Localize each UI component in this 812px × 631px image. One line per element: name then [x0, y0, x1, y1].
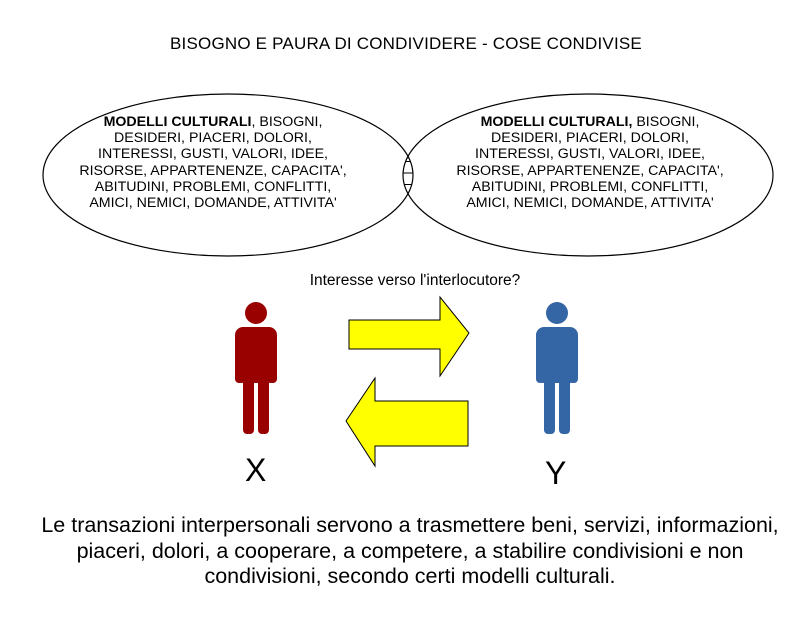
right-ellipse-bold: MODELLI CULTURALI,	[480, 114, 633, 130]
left-ellipse-text: MODELLI CULTURALI, BISOGNI, DESIDERI, PI…	[78, 114, 348, 211]
question-text: Interesse verso l'interlocutore?	[309, 272, 521, 289]
page-title: BISOGNO E PAURA DI CONDIVIDERE - COSE CO…	[170, 34, 642, 53]
person-y-label: Y	[545, 455, 567, 491]
arrow-right	[348, 295, 470, 378]
person-x-icon	[235, 302, 277, 434]
left-ellipse-bold: MODELLI CULTURALI	[103, 114, 252, 130]
left-ellipse	[42, 93, 414, 257]
left-ellipse-rest: , BISOGNI, DESIDERI, PIACERI, DOLORI, IN…	[79, 114, 347, 212]
arrow-left	[345, 376, 469, 468]
caption-text: Le transazioni interpersonali servono a …	[41, 513, 779, 588]
person-y-icon	[536, 302, 578, 434]
right-ellipse-rest: BISOGNI, DESIDERI, PIACERI, DOLORI, INTE…	[456, 114, 724, 212]
person-x-label: X	[245, 452, 267, 488]
right-ellipse	[402, 93, 774, 257]
right-ellipse-text: MODELLI CULTURALI, BISOGNI, DESIDERI, PI…	[455, 114, 725, 211]
